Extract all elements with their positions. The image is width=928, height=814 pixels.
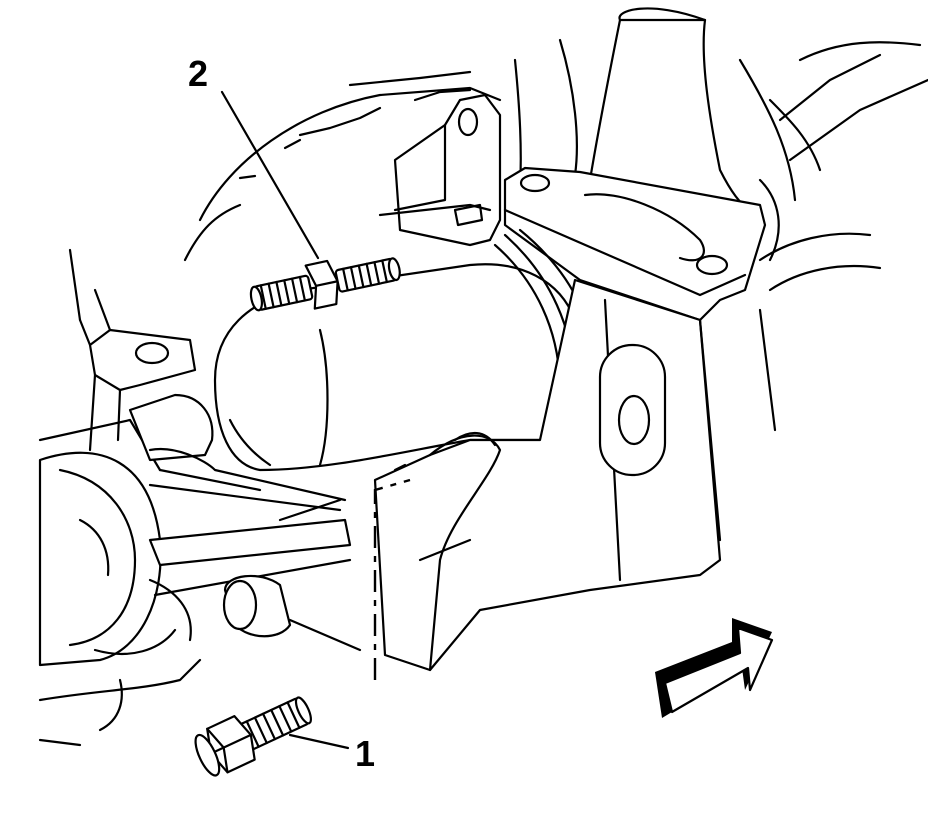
callout-2-label: 2 <box>188 53 208 94</box>
bracket-bolt-hole <box>457 107 479 137</box>
left-mount-bracket <box>68 248 197 452</box>
left-arm-linkages <box>128 393 352 597</box>
flange-bolt-hole-upper <box>519 173 551 193</box>
flange-bolt-hole-right <box>695 254 729 276</box>
exhaust-flange <box>503 166 767 322</box>
lower-cylinder-plug <box>222 574 362 652</box>
converter-boss-hole <box>617 394 651 446</box>
callout-1-leader <box>288 733 350 750</box>
left-bracket-bolt-hole <box>134 341 170 365</box>
lower-housing-edge <box>38 658 202 747</box>
pulley-assembly <box>38 418 192 667</box>
front-direction-arrow-icon <box>655 618 774 718</box>
bolt-install-path <box>373 478 411 680</box>
bolt-install-path-tick <box>393 463 407 472</box>
callout-2-leader <box>220 90 320 260</box>
hex-bolt <box>194 696 312 777</box>
manifold-bracket <box>378 93 502 247</box>
callout-1-label: 1 <box>355 733 375 774</box>
stud-bolt <box>249 257 401 312</box>
converter-housing <box>373 278 722 672</box>
